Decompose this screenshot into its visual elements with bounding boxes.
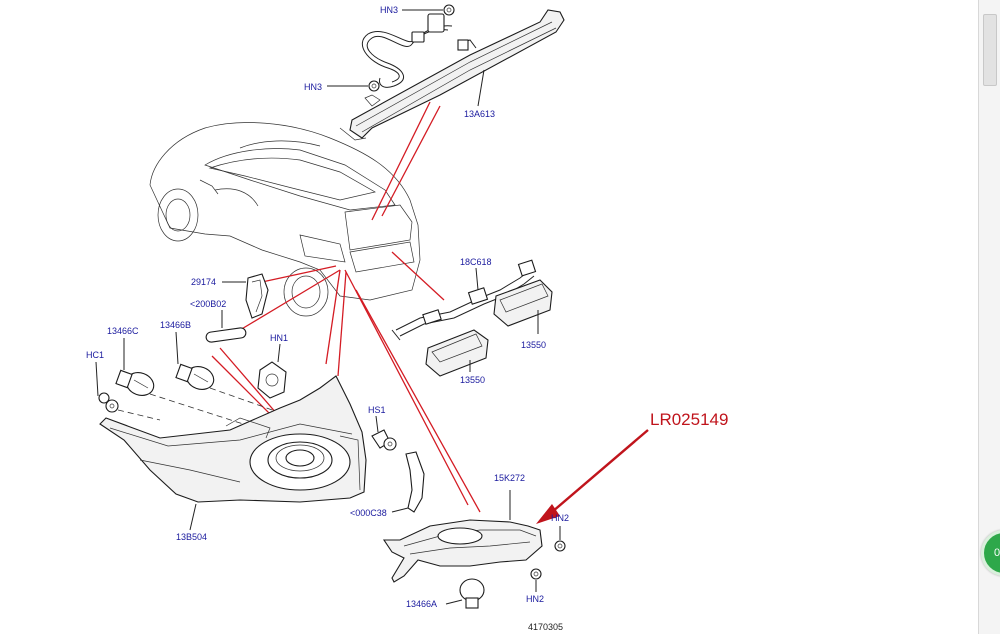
callout-15k272: 15K272	[494, 473, 525, 483]
callout-13466c: 13466C	[107, 326, 139, 336]
license-lamp-13550-right	[493, 279, 553, 327]
callout-hn2-upper: HN2	[551, 513, 569, 523]
screw-hs1	[371, 429, 397, 451]
high-mount-stop-lamp	[339, 9, 565, 141]
side-reflector-000c38	[405, 451, 425, 513]
callout-13466a: 13466A	[406, 599, 437, 609]
callout-13466b: 13466B	[160, 320, 191, 330]
rear-lamp-assembly-13b504	[99, 375, 367, 503]
illustration-reference: 4170305	[528, 622, 563, 632]
callout-000c38: <000C38	[350, 508, 387, 518]
nut-hn2-upper	[554, 540, 566, 552]
vehicle-outline	[149, 122, 421, 317]
red-pointer-arrow	[536, 429, 649, 524]
callout-29174: 29174	[191, 277, 216, 287]
scrollbar-thumb[interactable]	[983, 14, 997, 86]
screw-hc1	[98, 392, 119, 413]
callout-13b504: 13B504	[176, 532, 207, 542]
bulb-13466a	[459, 578, 485, 609]
callout-13550-right: 13550	[521, 340, 546, 350]
nut-hn2-lower	[530, 568, 542, 580]
lamp-15k272	[382, 519, 543, 583]
side-marker-200b02	[205, 327, 247, 343]
exploded-parts-diagram: HN3 HN3 13A613 29174 <200B02 18C618 1346…	[86, 4, 728, 632]
callout-hn2-lower: HN2	[526, 594, 544, 604]
stop-lamp-harness	[361, 13, 477, 88]
callout-13550-left: 13550	[460, 375, 485, 385]
part-number-highlight: LR025149	[650, 410, 728, 429]
callout-hc1: HC1	[86, 350, 104, 360]
wiring-harness-18c618	[391, 259, 537, 341]
license-lamp-13550-left	[425, 329, 489, 377]
red-leader-lines	[211, 101, 481, 513]
hn3-clip-top	[443, 4, 455, 16]
bulb-13466c	[115, 369, 155, 396]
bulb-13466b	[175, 363, 215, 390]
callout-hn1: HN1	[270, 333, 288, 343]
callout-200b02: <200B02	[190, 299, 226, 309]
rear-reflector-29174	[245, 273, 269, 319]
hn3-clip-left	[368, 80, 380, 92]
nut-hn1	[257, 361, 287, 399]
callout-13a613: 13A613	[464, 109, 495, 119]
callout-hn3-top: HN3	[380, 5, 398, 15]
callout-18c618: 18C618	[460, 257, 492, 267]
vertical-scrollbar[interactable]	[978, 0, 1000, 634]
callout-hs1: HS1	[368, 405, 386, 415]
callout-hn3-left: HN3	[304, 82, 322, 92]
